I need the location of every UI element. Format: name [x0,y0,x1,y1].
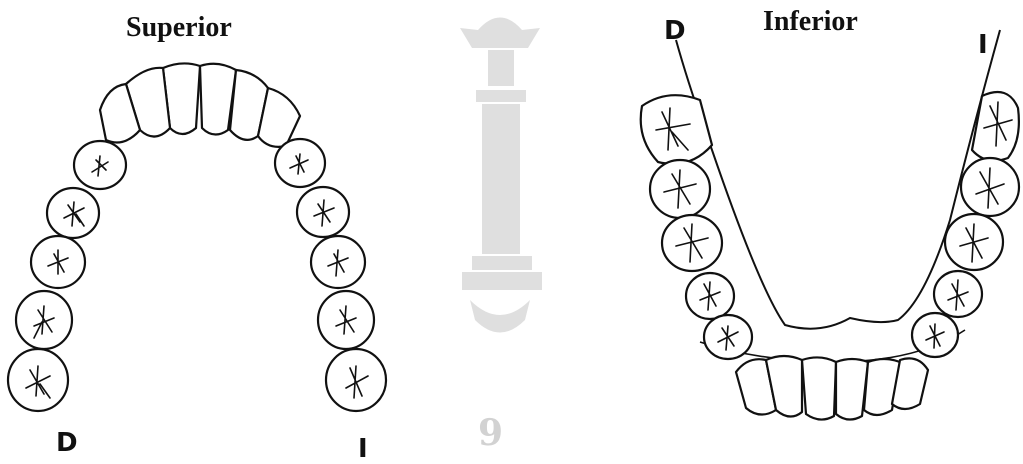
tooth-upper-central-right [198,62,238,136]
tooth-lower-central-left [800,356,838,421]
tooth-lower-right-molar-3 [970,90,1020,162]
tooth-lower-left-molar-1 [660,213,724,273]
tooth-lower-right-molar-2 [959,156,1021,218]
tooth-upper-canine-left [98,82,142,144]
tooth-lower-left-molar-3 [639,94,714,166]
superior-arch [6,62,388,413]
inferior-fissures [655,101,1013,351]
superior-right-label: I [358,434,368,464]
superior-title: Superior [126,12,232,43]
tooth-upper-left-molar-3 [6,347,70,413]
inferior-left-label: D [664,16,686,46]
inferior-arch [639,90,1021,421]
watermark-text: 9 [478,412,503,454]
inferior-right-label: I [978,30,988,60]
inferior-jaw-outline [675,29,1001,330]
watermark-seal [460,17,542,333]
superior-left-label: D [56,428,78,458]
superior-fissures [25,153,369,399]
tooth-lower-lateral-right [862,357,902,417]
inferior-title: Inferior [763,6,858,37]
tooth-lower-canine-right [890,357,930,411]
tooth-upper-central-left [161,62,202,136]
tooth-lower-lateral-left [764,354,804,418]
tooth-lower-central-right [834,357,870,421]
tooth-lower-left-molar-2 [648,158,712,220]
